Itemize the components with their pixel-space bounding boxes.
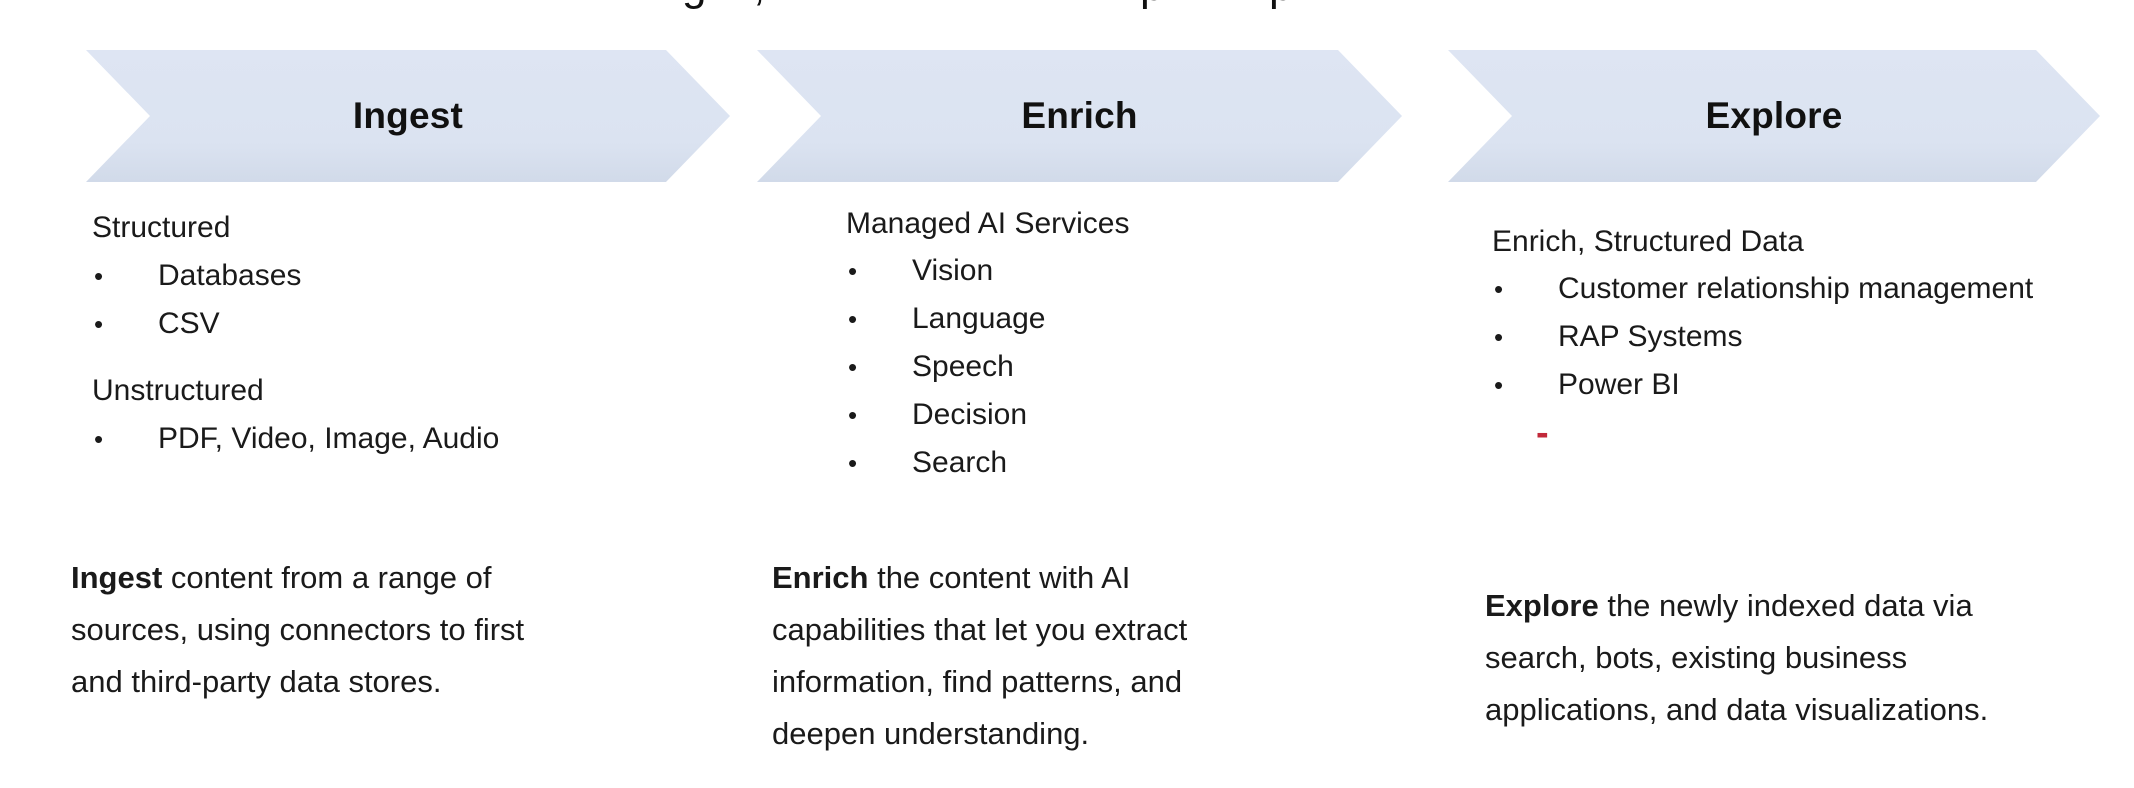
chevron-enrich-label: Enrich [1021, 95, 1138, 136]
structured-items: • Databases • CSV [92, 252, 499, 348]
cropped-title-glyph: p [1140, 0, 1164, 8]
red-dash-marker: - [1536, 412, 1549, 454]
chevron-enrich: Enrich [757, 50, 1402, 182]
unstructured-items: • PDF, Video, Image, Audio [92, 415, 499, 463]
bullet-icon: • [848, 304, 858, 334]
list-item-label: Power BI [1558, 368, 1680, 401]
list-item: • PDF, Video, Image, Audio [92, 415, 499, 463]
bullet-icon: • [94, 309, 104, 339]
bullet-icon: • [848, 448, 858, 478]
managed-ai-services-heading: Managed AI Services [846, 207, 1130, 240]
unstructured-group: Unstructured • PDF, Video, Image, Audio [92, 367, 499, 463]
list-item: • CSV [92, 300, 499, 348]
chevron-ingest: Ingest [86, 50, 730, 182]
structured-group: Structured • Databases • CSV [92, 204, 499, 348]
cropped-title-glyph: p [1269, 0, 1293, 8]
bullet-icon: • [1494, 274, 1504, 304]
list-item: • Power BI [1492, 361, 2033, 409]
enrich-list: Managed AI Services • Vision • Language • Spe… [846, 200, 1130, 487]
ingest-list: Structured • Databases • CSV Unstructured •… [92, 204, 499, 463]
list-item-label: Vision [912, 254, 994, 287]
bullet-icon: • [848, 352, 858, 382]
list-item: • Speech [846, 343, 1130, 391]
enrich-structured-data-group: Enrich, Structured Data • Customer relati… [1492, 218, 2033, 409]
list-item: • Decision [846, 391, 1130, 439]
list-item-label: Speech [912, 350, 1014, 383]
explore-description-body: the newly indexed data via search, bots,… [1485, 588, 1989, 727]
list-item-label: Search [912, 446, 1008, 479]
enrich-description-lead: Enrich [772, 560, 869, 595]
bullet-icon: • [94, 261, 104, 291]
list-item: • Customer relationship management [1492, 265, 2033, 313]
list-item: • Databases [92, 252, 499, 300]
chevron-ingest-label: Ingest [352, 95, 464, 136]
bullet-icon: • [94, 424, 104, 454]
chevron-explore: Explore [1448, 50, 2100, 182]
list-item: • Search [846, 439, 1130, 487]
list-item-label: Databases [158, 259, 302, 292]
bullet-icon: • [1494, 322, 1504, 352]
structured-heading: Structured [92, 211, 231, 244]
explore-description: Explore the newly indexed data via searc… [1485, 580, 2134, 736]
bullet-icon: • [1494, 370, 1504, 400]
explore-description-lead: Explore [1485, 588, 1599, 623]
ingest-description: Ingest content from a range of sources, … [71, 552, 731, 708]
enrich-description-body: the content with AI capabilities that le… [772, 560, 1188, 751]
list-item-label: CSV [158, 307, 220, 340]
enrich-structured-data-items: • Customer relationship management • RAP Sy… [1492, 265, 2033, 409]
list-item-label: Decision [912, 398, 1028, 431]
bullet-icon: • [848, 400, 858, 430]
list-item-label: Language [912, 302, 1046, 335]
list-item-label: Customer relationship management [1558, 272, 2034, 305]
managed-ai-services-group: Managed AI Services • Vision • Language • Spe… [846, 200, 1130, 487]
ingest-description-body: content from a range of sources, using c… [71, 560, 525, 699]
ingest-description-lead: Ingest [71, 560, 163, 595]
cropped-title-glyph: , [753, 0, 765, 8]
list-item: • Language [846, 295, 1130, 343]
enrich-description: Enrich the content with AI capabilities … [772, 552, 1432, 760]
explore-list: Enrich, Structured Data • Customer relati… [1492, 218, 2033, 409]
managed-ai-services-items: • Vision • Language • Speech • Decision • Search [846, 247, 1130, 487]
list-item-label: RAP Systems [1558, 320, 1743, 353]
chevron-explore-label: Explore [1705, 95, 1843, 136]
enrich-structured-data-heading: Enrich, Structured Data [1492, 225, 1804, 258]
bullet-icon: • [848, 256, 858, 286]
unstructured-heading: Unstructured [92, 374, 264, 407]
list-item: • Vision [846, 247, 1130, 295]
list-item-label: PDF, Video, Image, Audio [158, 422, 500, 455]
cropped-title-glyph: g [682, 0, 706, 8]
list-item: • RAP Systems [1492, 313, 2033, 361]
